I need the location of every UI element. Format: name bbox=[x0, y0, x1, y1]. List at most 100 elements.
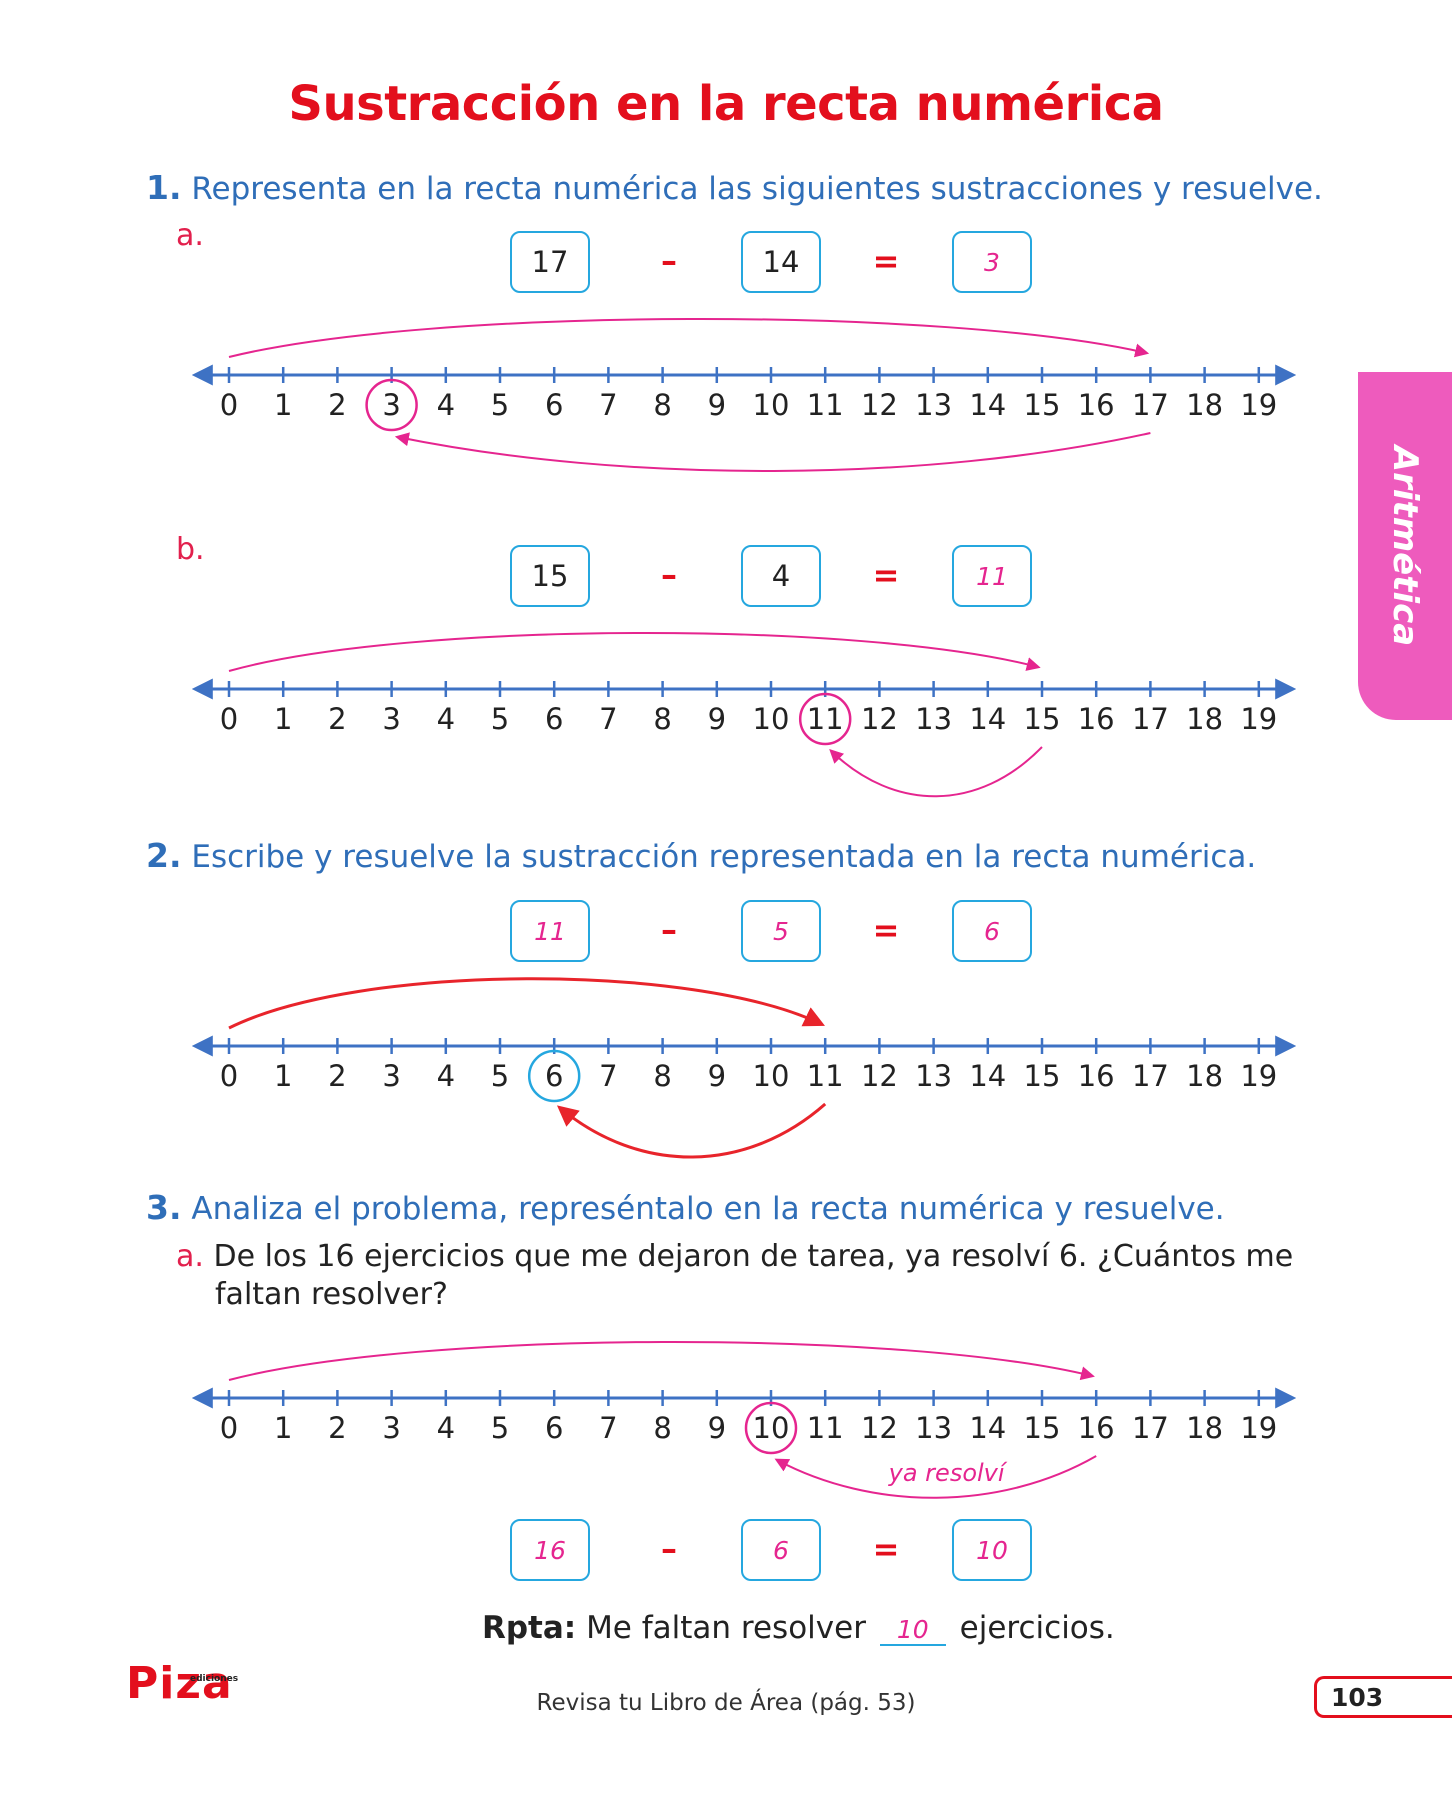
footer-note: Revisa tu Libro de Área (pág. 53) bbox=[536, 1690, 916, 1716]
number-line-tick-label: 7 bbox=[599, 702, 617, 736]
exercise-1b-subtrahend-box: 4 bbox=[741, 545, 821, 607]
answer-line: Rpta: Me faltan resolver 10 ejercicios. bbox=[482, 1610, 1115, 1646]
subtrahend-arc bbox=[829, 746, 1043, 798]
exercise-2-minuend-box[interactable]: 11 bbox=[510, 900, 590, 962]
number-line-tick-label: 7 bbox=[599, 388, 617, 422]
number-line-tick-label: 0 bbox=[220, 702, 238, 736]
publisher-logo: Piza bbox=[126, 1658, 233, 1709]
exercise-1-number: 1. bbox=[146, 168, 182, 207]
number-line-tick-label: 1 bbox=[274, 1059, 292, 1093]
exercise-3a-problem: a. De los 16 ejercicios que me dejaron d… bbox=[176, 1238, 1336, 1314]
minuend-arc bbox=[228, 977, 825, 1030]
exercise-2-subtrahend-box[interactable]: 5 bbox=[741, 900, 821, 962]
number-line-tick-label: 7 bbox=[599, 1059, 617, 1093]
minuend-arc bbox=[228, 317, 1150, 358]
number-line-tick-label: 11 bbox=[807, 1411, 844, 1445]
number-line-tick-label: 14 bbox=[969, 1411, 1006, 1445]
number-line-tick-label: 4 bbox=[437, 702, 455, 736]
number-line-tick-label: 14 bbox=[969, 388, 1006, 422]
number-line-tick-label: 1 bbox=[274, 388, 292, 422]
number-line-tick-label: 15 bbox=[1024, 1059, 1061, 1093]
exercise-3a-letter: a. bbox=[176, 1239, 204, 1274]
exercise-1b-minuend-box: 15 bbox=[510, 545, 590, 607]
number-line-tick-label: 2 bbox=[328, 388, 346, 422]
exercise-1a-subtrahend-box: 14 bbox=[741, 231, 821, 293]
number-line-tick-label: 17 bbox=[1132, 1059, 1169, 1093]
page-number: 103 bbox=[1331, 1683, 1384, 1712]
exercise-1a-result-box[interactable]: 3 bbox=[952, 231, 1032, 293]
exercise-3-instruction: 3. Analiza el problema, represéntalo en … bbox=[146, 1188, 1225, 1227]
exercise-1b-letter: b. bbox=[176, 532, 205, 567]
exercise-3-text: Analiza el problema, represéntalo en la … bbox=[191, 1191, 1225, 1227]
number-line-tick-label: 10 bbox=[753, 702, 790, 736]
exercise-1a-minuend-box: 17 bbox=[510, 231, 590, 293]
number-line-tick-label: 5 bbox=[491, 702, 509, 736]
number-line-tick-label: 17 bbox=[1132, 702, 1169, 736]
number-line-tick-label: 4 bbox=[437, 1411, 455, 1445]
exercise-1-text: Representa en la recta numérica las sigu… bbox=[191, 171, 1323, 207]
exercise-1b-result-box[interactable]: 11 bbox=[952, 545, 1032, 607]
exercise-3-number: 3. bbox=[146, 1188, 182, 1227]
exercise-1a-minus-sign: – bbox=[661, 242, 677, 280]
answer-blank[interactable]: 10 bbox=[879, 1615, 946, 1646]
number-line-tick-label: 11 bbox=[807, 702, 844, 736]
exercise-3a-subtrahend-box[interactable]: 6 bbox=[741, 1519, 821, 1581]
number-line-tick-label: 8 bbox=[653, 388, 671, 422]
result-circle bbox=[527, 1049, 581, 1103]
number-line-tick-label: 2 bbox=[328, 1411, 346, 1445]
exercise-3a-minus-sign: – bbox=[661, 1530, 677, 1568]
number-line-tick-label: 3 bbox=[382, 702, 400, 736]
number-line-tick-label: 12 bbox=[861, 1059, 898, 1093]
number-line-tick-label: 12 bbox=[861, 388, 898, 422]
section-tab: Aritmética bbox=[1358, 372, 1452, 720]
exercise-3a-problem-line1: De los 16 ejercicios que me dejaron de t… bbox=[213, 1239, 1294, 1274]
number-line-tick-label: 11 bbox=[807, 388, 844, 422]
exercise-2-text: Escribe y resuelve la sustracción repres… bbox=[191, 839, 1257, 875]
exercise-1b-equals-sign: = bbox=[872, 556, 900, 594]
publisher-logo-sub: ediciones bbox=[190, 1674, 239, 1684]
number-line-tick-label: 1 bbox=[274, 702, 292, 736]
number-line-tick-label: 2 bbox=[328, 1059, 346, 1093]
number-line-tick-label: 13 bbox=[915, 1411, 952, 1445]
result-circle bbox=[365, 378, 418, 432]
number-line-tick-label: 3 bbox=[382, 1411, 400, 1445]
exercise-2-instruction: 2. Escribe y resuelve la sustracción rep… bbox=[146, 836, 1256, 875]
result-circle bbox=[744, 1401, 798, 1455]
number-line-tick-label: 3 bbox=[382, 388, 400, 422]
number-line-tick-label: 19 bbox=[1240, 1059, 1277, 1093]
exercise-2-number: 2. bbox=[146, 836, 182, 875]
answer-text-after: ejercicios. bbox=[959, 1610, 1115, 1646]
number-line-tick-label: 16 bbox=[1078, 1411, 1115, 1445]
exercise-2-equals-sign: = bbox=[872, 911, 900, 949]
answer-prefix: Rpta: bbox=[482, 1610, 577, 1646]
number-line-tick-label: 15 bbox=[1024, 388, 1061, 422]
number-line-tick-label: 16 bbox=[1078, 388, 1115, 422]
number-line-tick-label: 6 bbox=[545, 1411, 563, 1445]
page-title: Sustracción en la recta numérica bbox=[288, 76, 1164, 132]
number-line-tick-label: 8 bbox=[653, 1411, 671, 1445]
number-line-tick-label: 18 bbox=[1186, 702, 1223, 736]
number-line-tick-label: 6 bbox=[545, 702, 563, 736]
number-line-tick-label: 9 bbox=[708, 1059, 726, 1093]
exercise-3a-minuend-box[interactable]: 16 bbox=[510, 1519, 590, 1581]
exercise-3a-problem-line2: faltan resolver? bbox=[215, 1277, 448, 1312]
number-line-tick-label: 5 bbox=[491, 1411, 509, 1445]
exercise-3a-result-box[interactable]: 10 bbox=[952, 1519, 1032, 1581]
number-line-tick-label: 16 bbox=[1078, 702, 1115, 736]
number-line-tick-label: 9 bbox=[708, 1411, 726, 1445]
number-line-tick-label: 15 bbox=[1024, 1411, 1061, 1445]
number-line-tick-label: 2 bbox=[328, 702, 346, 736]
number-line-tick-label: 17 bbox=[1132, 1411, 1169, 1445]
exercise-2-result-box[interactable]: 6 bbox=[952, 900, 1032, 962]
number-line-tick-label: 5 bbox=[491, 1059, 509, 1093]
number-line-tick-label: 16 bbox=[1078, 1059, 1115, 1093]
number-line-tick-label: 14 bbox=[969, 702, 1006, 736]
number-line-tick-label: 14 bbox=[969, 1059, 1006, 1093]
number-line-tick-label: 15 bbox=[1024, 702, 1061, 736]
number-line-tick-label: 17 bbox=[1132, 388, 1169, 422]
minuend-arc bbox=[228, 1341, 1095, 1381]
number-line-tick-label: 8 bbox=[653, 1059, 671, 1093]
number-line-tick-label: 9 bbox=[708, 702, 726, 736]
answer-text-before: Me faltan resolver bbox=[586, 1610, 866, 1646]
